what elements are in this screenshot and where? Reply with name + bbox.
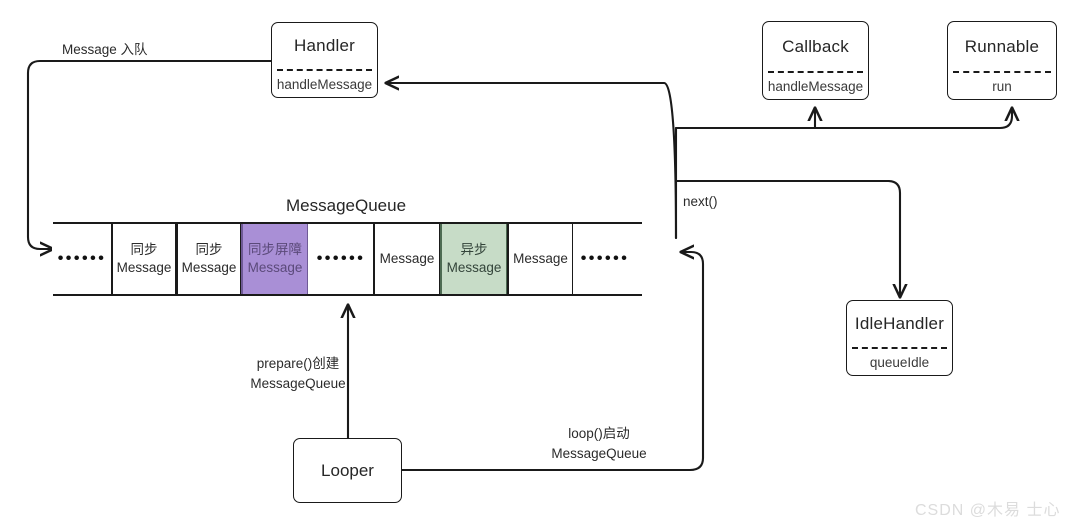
class-box-handler[interactable]: Handler handleMessage <box>271 22 378 98</box>
idlehandler-title: IdleHandler <box>854 314 945 333</box>
queue-cell-4-line1: •••••• <box>316 250 366 268</box>
queue-cell-0[interactable]: •••••• <box>52 224 112 294</box>
handler-separator <box>277 69 372 71</box>
queue-cell-7[interactable]: Message <box>507 224 574 294</box>
idlehandler-separator <box>852 347 947 349</box>
edge-label-prepare: prepare()创建 MessageQueue <box>250 356 346 391</box>
handler-title: Handler <box>294 36 355 55</box>
queue-cell-2-line1: 同步 <box>195 241 223 257</box>
messagequeue-title: MessageQueue <box>286 196 407 215</box>
queue-cell-7-line2: Message <box>513 250 568 266</box>
edge-label-loop: loop()启动 MessageQueue <box>551 426 647 461</box>
queue-cell-8[interactable]: •••••• <box>573 224 637 294</box>
callback-separator <box>768 71 863 73</box>
class-box-runnable[interactable]: Runnable run <box>947 21 1057 100</box>
queue-cell-6-line1: 异步 <box>460 241 488 257</box>
queue-cell-3-line2: Message <box>247 260 303 275</box>
queue-cell-0-line1: •••••• <box>57 250 107 268</box>
class-box-idlehandler[interactable]: IdleHandler queueIdle <box>846 300 953 376</box>
queue-cell-5[interactable]: Message <box>373 224 441 294</box>
class-box-callback[interactable]: Callback handleMessage <box>762 21 869 100</box>
edge-queue-to-handler-path <box>386 83 678 240</box>
edge-label-enqueue: Message 入队 <box>62 42 148 57</box>
messagequeue-bottom-rule <box>53 294 642 297</box>
queue-cell-2[interactable]: 同步 Message <box>176 224 242 294</box>
queue-cell-2-line2: Message <box>181 260 237 275</box>
idlehandler-member-queueidle: queueIdle <box>869 354 930 370</box>
class-box-looper[interactable]: Looper <box>293 438 402 503</box>
runnable-member-run: run <box>992 78 1012 94</box>
messagequeue-top-rule <box>53 222 642 225</box>
callback-title: Callback <box>782 36 849 56</box>
queue-cell-1-line2: Message <box>116 260 172 275</box>
runnable-separator <box>953 71 1051 73</box>
queue-cell-8-line1: •••••• <box>580 250 630 268</box>
looper-title: Looper <box>321 460 374 480</box>
queue-cell-4[interactable]: •••••• <box>308 224 374 294</box>
callback-member-handlemessage: handleMessage <box>767 78 864 94</box>
queue-cell-1[interactable]: 同步 Message <box>111 224 177 294</box>
queue-cell-6-line2: Message <box>446 260 502 275</box>
edge-to-runnable-path <box>674 108 1012 130</box>
queue-cell-6[interactable]: 异步 Message <box>440 224 508 294</box>
handler-member-handlemessage: handleMessage <box>276 76 373 92</box>
queue-cell-3[interactable]: 同步屏障 Message <box>241 224 309 294</box>
queue-cell-5-line2: Message <box>379 250 435 266</box>
queue-cell-1-line1: 同步 <box>130 241 158 257</box>
messagequeue-cells: •••••• 同步 Message 同步 Message 同步屏障 Message •••••… <box>52 224 637 294</box>
watermark-text: CSDN @木易 士心 <box>915 502 1061 519</box>
runnable-title: Runnable <box>964 36 1040 56</box>
edge-enqueue-path <box>26 59 273 249</box>
edge-label-next: next() <box>683 194 718 209</box>
queue-cell-3-line1: 同步屏障 <box>248 241 302 257</box>
